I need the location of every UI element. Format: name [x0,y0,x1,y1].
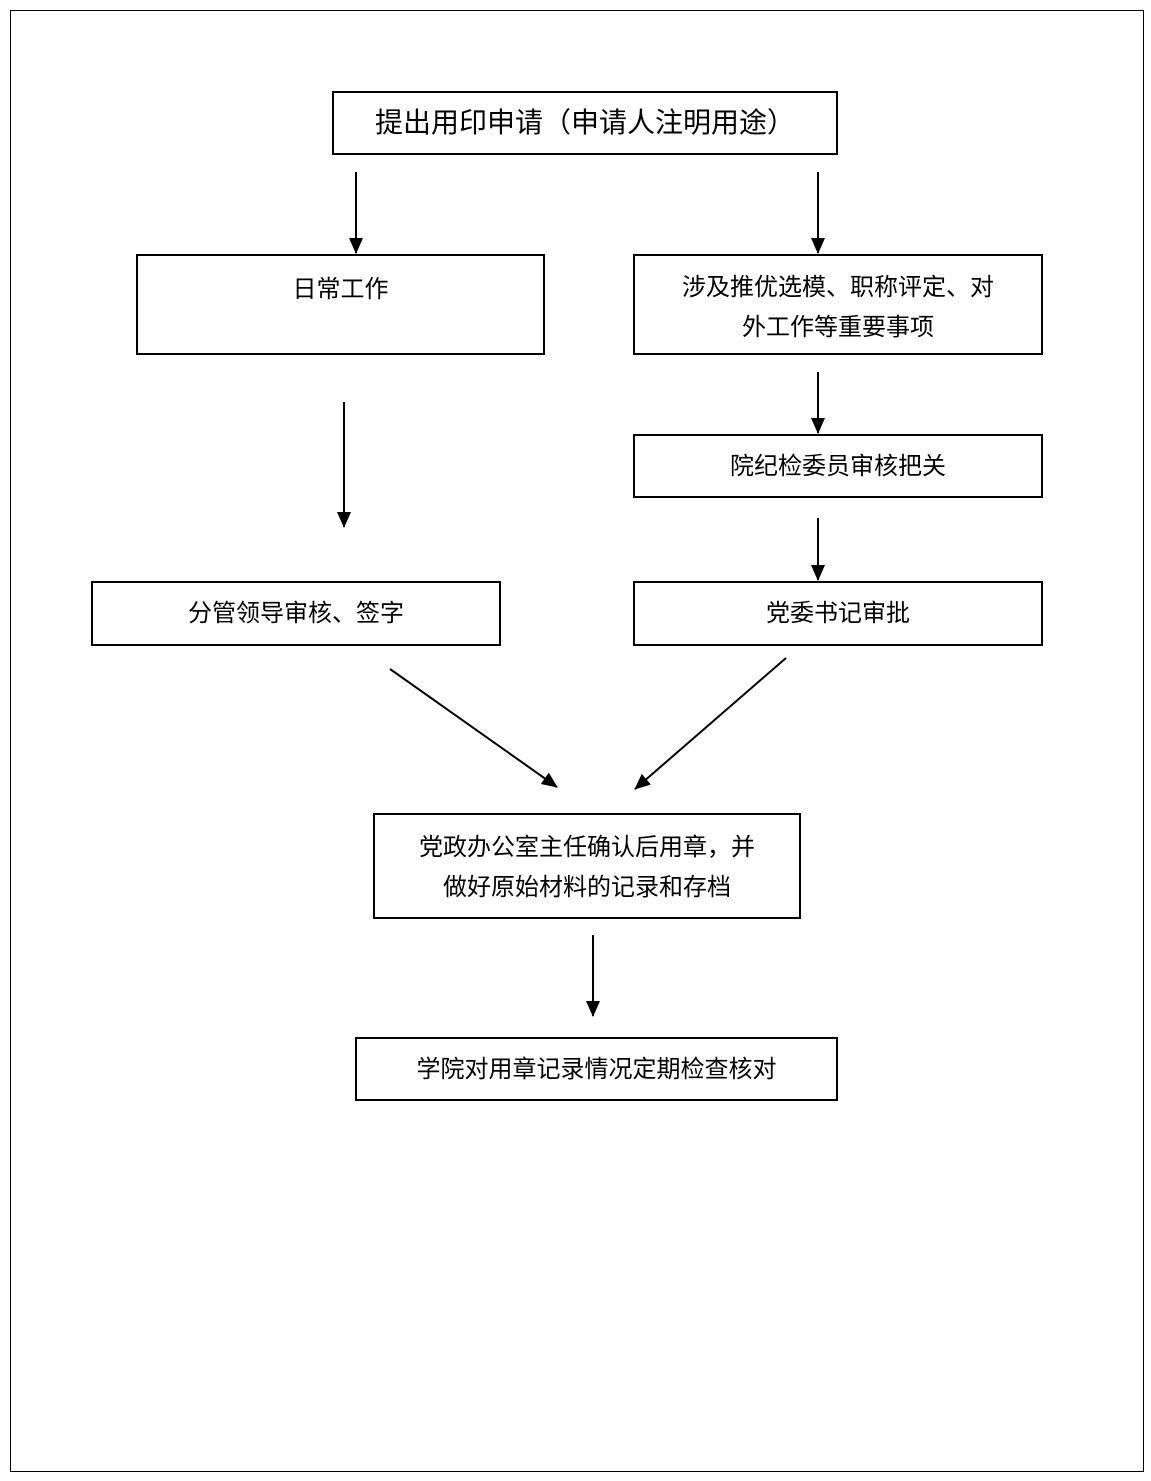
node-office-line-1: 党政办公室主任确认后用章，并 [419,833,755,861]
node-daily: 日常工作 [136,254,545,355]
arrow-secretary-to-office [634,657,787,790]
node-discipline: 院纪检委员审核把关 [633,434,1043,498]
node-apply-label: 提出用印申请（申请人注明用途） [374,106,795,139]
node-office-line-2: 做好原始材料的记录和存档 [443,873,731,901]
arrow-leader-to-office [389,668,558,788]
node-leader: 分管领导审核、签字 [91,581,501,646]
node-apply: 提出用印申请（申请人注明用途） [332,91,838,155]
node-secretary: 党委书记审批 [633,581,1043,646]
page-border [10,10,1144,1472]
node-check: 学院对用章记录情况定期检查核对 [355,1037,838,1101]
node-important-line-2: 外工作等重要事项 [742,313,934,341]
node-important-line-1: 涉及推优选模、职称评定、对 [682,273,994,301]
node-important: 涉及推优选模、职称评定、对 外工作等重要事项 [633,254,1043,355]
node-secretary-label: 党委书记审批 [766,599,910,627]
node-leader-label: 分管领导审核、签字 [188,599,404,627]
node-office: 党政办公室主任确认后用章，并 做好原始材料的记录和存档 [373,813,801,919]
node-check-label: 学院对用章记录情况定期检查核对 [416,1055,777,1083]
node-daily-label: 日常工作 [292,275,389,303]
node-discipline-label: 院纪检委员审核把关 [730,452,946,480]
